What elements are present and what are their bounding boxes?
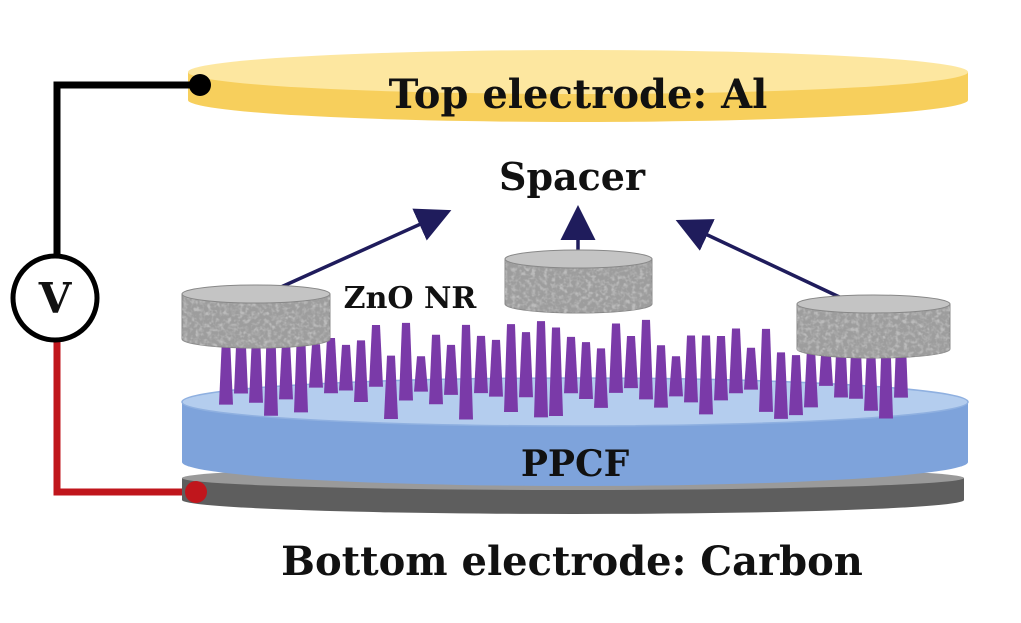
ppcf-label: PPCF	[521, 443, 630, 485]
nanorod	[729, 328, 743, 394]
nanorod	[624, 336, 638, 389]
top-contact-dot	[189, 74, 211, 96]
spacer-label: Spacer	[499, 154, 646, 199]
nanorod	[399, 322, 413, 401]
nanorod	[579, 342, 593, 400]
spacer-disc	[796, 294, 951, 359]
nanorod	[699, 335, 713, 415]
nanorod	[594, 348, 608, 408]
zno-nanorods	[219, 318, 908, 420]
nanorod	[384, 355, 398, 419]
nanorod	[429, 334, 443, 405]
nanorod	[294, 329, 308, 413]
nanorod	[609, 323, 623, 393]
voltmeter: V	[10, 253, 100, 343]
nanorod	[534, 321, 548, 418]
nanorod	[549, 327, 563, 416]
nanorod	[369, 325, 383, 387]
spacer-disc	[504, 249, 653, 314]
nanorod	[744, 347, 758, 390]
nanorod	[519, 332, 533, 398]
nanorod	[324, 337, 338, 394]
arrow-left	[269, 208, 452, 294]
nanorod	[774, 352, 788, 419]
nanorod	[354, 340, 368, 403]
arrow-right	[675, 219, 851, 304]
nanorod	[219, 337, 233, 405]
nanorod	[564, 336, 578, 394]
nanorod	[654, 345, 668, 408]
spacer-disc	[181, 284, 331, 349]
nanorod	[504, 324, 518, 413]
nanorod	[459, 324, 473, 420]
nanorod	[279, 341, 293, 400]
wire-bottom	[53, 340, 196, 496]
nanorod	[669, 356, 683, 397]
bottom-contact-dot	[185, 481, 207, 503]
nanorod	[684, 335, 698, 403]
nanorod	[639, 319, 653, 400]
nanorod	[414, 356, 428, 392]
top-electrode: Top electrode: Al	[188, 50, 968, 122]
nanorod	[489, 339, 503, 397]
nanorod	[714, 336, 728, 401]
zno-label: ZnO NR	[344, 281, 478, 316]
voltmeter-label: V	[38, 274, 73, 323]
nanorod	[864, 345, 878, 411]
nanorod	[789, 355, 803, 416]
top-electrode-label: Top electrode: Al	[389, 71, 768, 118]
nanorod	[804, 347, 818, 408]
bottom-electrode-label: Bottom electrode: Carbon	[281, 538, 863, 585]
spacer-discs	[181, 249, 951, 359]
nanorod	[249, 335, 263, 403]
nanorod	[759, 328, 773, 412]
wire-top	[53, 81, 200, 258]
nanorod	[339, 344, 353, 391]
nanorod	[474, 335, 488, 394]
nanorod	[444, 344, 458, 395]
nanorod	[309, 344, 323, 388]
